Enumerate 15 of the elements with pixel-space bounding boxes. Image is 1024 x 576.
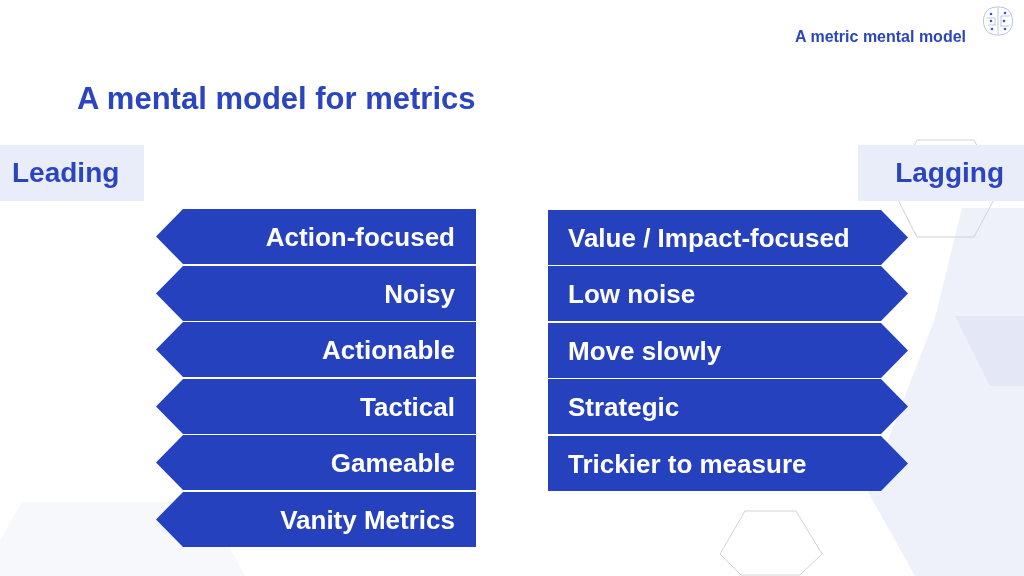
trait-label: Move slowly: [568, 336, 722, 366]
trait-label: Vanity Metrics: [280, 505, 455, 535]
trait-label: Strategic: [568, 392, 680, 422]
slide-title: A mental model for metrics: [77, 81, 476, 117]
trait-label: Low noise: [568, 279, 696, 309]
trait-label: Value / Impact-focused: [568, 223, 850, 253]
trait-label: Trickier to measure: [568, 449, 807, 479]
trait-label: Tactical: [360, 392, 455, 422]
trait-label: Actionable: [322, 335, 455, 365]
column-heading: Lagging: [895, 157, 1004, 189]
section-label: A metric mental model: [795, 27, 966, 46]
column-heading: Leading: [12, 157, 120, 189]
trait-label: Noisy: [384, 279, 455, 309]
trait-label: Action-focused: [265, 222, 455, 252]
trait-label: Gameable: [330, 448, 455, 478]
